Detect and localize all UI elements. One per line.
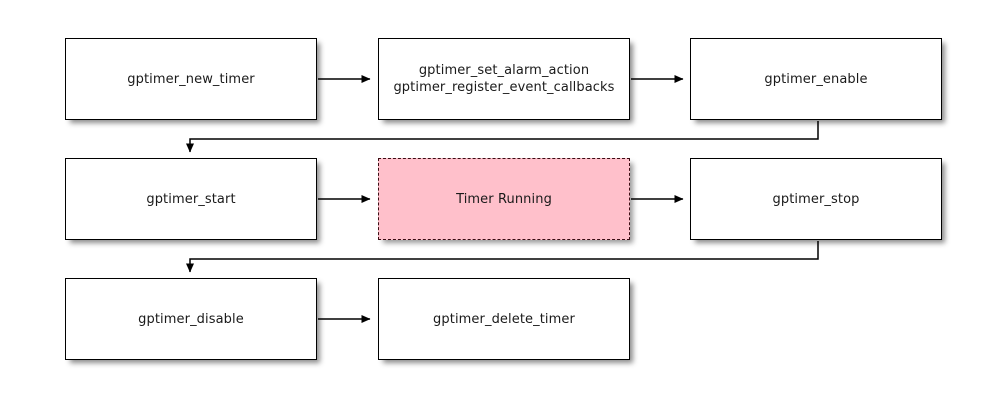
- node-timer-running[interactable]: Timer Running: [378, 158, 630, 240]
- node-gptimer-stop[interactable]: gptimer_stop: [690, 158, 942, 240]
- node-gptimer-delete-timer[interactable]: gptimer_delete_timer: [378, 278, 630, 360]
- node-gptimer-start[interactable]: gptimer_start: [65, 158, 317, 240]
- node-label: gptimer_start: [146, 191, 236, 207]
- node-label: gptimer_disable: [138, 311, 244, 327]
- node-label: gptimer_stop: [772, 191, 860, 207]
- node-gptimer-enable[interactable]: gptimer_enable: [690, 38, 942, 120]
- node-label: gptimer_new_timer: [127, 71, 255, 87]
- node-label: gptimer_set_alarm_action gptimer_registe…: [393, 63, 615, 95]
- node-label: Timer Running: [456, 191, 552, 207]
- node-gptimer-new-timer[interactable]: gptimer_new_timer: [65, 38, 317, 120]
- edge-enable-to-start: [186, 121, 819, 153]
- node-gptimer-disable[interactable]: gptimer_disable: [65, 278, 317, 360]
- node-label: gptimer_delete_timer: [433, 311, 575, 327]
- edge-stop-to-disable: [186, 241, 819, 273]
- node-gptimer-setup[interactable]: gptimer_set_alarm_action gptimer_registe…: [378, 38, 630, 120]
- node-label: gptimer_enable: [764, 71, 868, 87]
